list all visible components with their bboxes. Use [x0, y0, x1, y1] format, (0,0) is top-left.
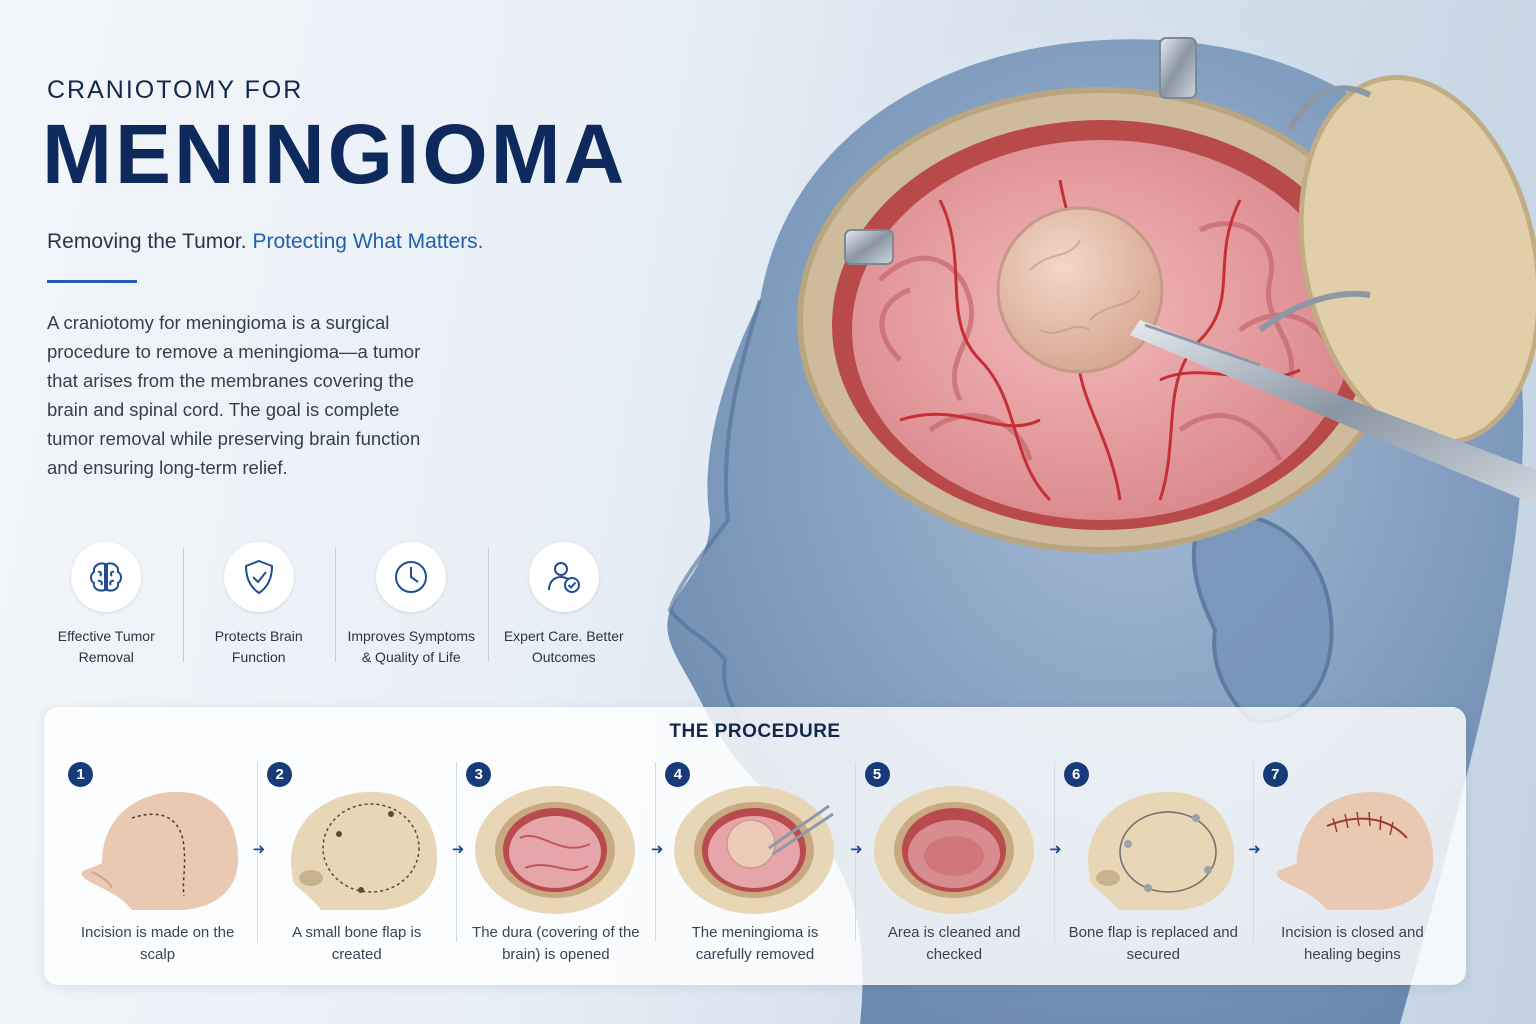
- step-number-badge: 3: [466, 762, 492, 787]
- procedure-steps: 1 ➜ Incision is made on the scalp 2: [58, 762, 1452, 972]
- procedure-step-4: 4 ➜ The meningioma is carefully removed: [655, 762, 863, 972]
- step-number-badge: 6: [1063, 762, 1089, 787]
- step-illustration-bone-flap: [271, 778, 441, 918]
- arrow-right-icon: ➜: [252, 841, 266, 858]
- procedure-step-3: 3 ➜ The dura (covering of the brain) is …: [456, 762, 663, 972]
- step-illustration-incision-closed: [1267, 778, 1437, 918]
- feature-improves-symptoms: Improves Symptoms & Quality of Life: [335, 540, 488, 670]
- brain-icon: [71, 542, 142, 612]
- arrow-right-icon: ➜: [1049, 841, 1062, 858]
- step-caption: The dura (covering of the brain) is open…: [472, 924, 640, 963]
- page-title: MENINGIOMA: [42, 107, 628, 201]
- procedure-step-2: 2 ➜ A small bone flap is created: [257, 762, 464, 972]
- feature-label: Protects Brain Function: [214, 628, 303, 665]
- step-illustration-bone-flap-replaced: [1068, 778, 1238, 918]
- procedure-step-7: 7 Incision is closed and healing begins: [1252, 762, 1452, 972]
- procedure-step-5: 5 ➜ Area is cleaned and checked: [854, 762, 1062, 972]
- procedure-step-1: 1 ➜ Incision is made on the scalp: [58, 762, 265, 972]
- intro-paragraph: A craniotomy for meningioma is a surgica…: [47, 312, 421, 478]
- feature-label: Effective Tumor Removal: [57, 628, 155, 665]
- feature-label: Expert Care. Better Outcomes: [503, 628, 624, 665]
- shield-check-icon: [223, 542, 294, 612]
- step-caption: A small bone flap is created: [292, 924, 422, 963]
- procedure-panel: THE PROCEDURE 1 ➜ Incision is made on th…: [44, 707, 1466, 985]
- step-number-badge: 7: [1262, 762, 1288, 787]
- step-caption: The meningioma is carefully removed: [691, 924, 819, 963]
- step-number-badge: 1: [68, 762, 93, 787]
- step-caption: Bone flap is replaced and secured: [1068, 924, 1238, 963]
- procedure-step-6: 6 ➜ Bone flap is replaced and secured: [1053, 762, 1261, 972]
- step-illustration-scalp-incision: [72, 778, 242, 918]
- tagline: Removing the Tumor. Protecting What Matt…: [47, 230, 484, 254]
- step-number-badge: 2: [267, 762, 293, 787]
- step-number-badge: 5: [864, 762, 890, 787]
- title-divider: [47, 280, 137, 283]
- feature-tumor-removal: Effective Tumor Removal: [30, 540, 183, 670]
- step-illustration-dura-opened: [470, 778, 640, 918]
- feature-protects-brain: Protects Brain Function: [182, 540, 336, 670]
- step-caption: Incision is closed and healing begins: [1281, 924, 1424, 963]
- step-caption: Incision is made on the scalp: [80, 924, 235, 963]
- clock-icon: [376, 542, 447, 612]
- feature-list: Effective Tumor Removal Protects Brain F…: [30, 540, 640, 670]
- feature-expert-care: Expert Care. Better Outcomes: [487, 540, 641, 670]
- tagline-accent: Protecting What Matters.: [252, 230, 484, 253]
- arrow-right-icon: ➜: [650, 841, 664, 858]
- step-illustration-area-cleaned: [869, 778, 1039, 918]
- step-number-badge: 4: [665, 762, 691, 787]
- arrow-right-icon: ➜: [451, 841, 465, 858]
- tagline-plain: Removing the Tumor.: [47, 230, 247, 253]
- procedure-title: THE PROCEDURE: [669, 721, 841, 742]
- step-illustration-tumor-removal: [669, 778, 839, 918]
- arrow-right-icon: ➜: [1248, 841, 1261, 858]
- feature-label: Improves Symptoms & Quality of Life: [347, 628, 476, 665]
- user-check-icon: [528, 542, 599, 612]
- title-kicker: CRANIOTOMY FOR: [47, 76, 304, 104]
- step-caption: Area is cleaned and checked: [887, 924, 1021, 963]
- arrow-right-icon: ➜: [849, 841, 863, 858]
